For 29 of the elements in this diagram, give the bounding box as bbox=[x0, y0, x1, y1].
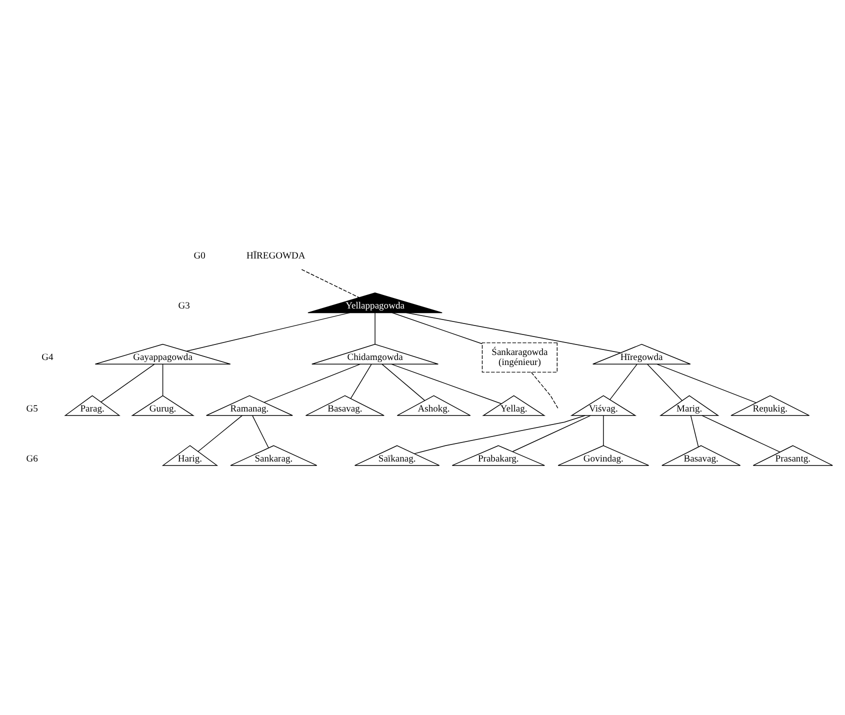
connector bbox=[350, 364, 372, 399]
connector bbox=[252, 415, 269, 448]
connector bbox=[100, 364, 155, 402]
label: G0 bbox=[194, 250, 206, 262]
node-box: Śankaragowda (ingénieur) bbox=[482, 342, 558, 373]
connector bbox=[531, 372, 558, 408]
connector bbox=[406, 312, 621, 354]
connector bbox=[512, 415, 591, 452]
connector bbox=[264, 364, 360, 403]
connector bbox=[382, 364, 426, 401]
connector bbox=[374, 312, 376, 345]
connector bbox=[646, 364, 682, 401]
label: G3 bbox=[178, 300, 190, 312]
connector bbox=[414, 415, 586, 454]
node-text: HĪREGOWDA bbox=[246, 250, 306, 262]
connector bbox=[186, 312, 350, 352]
connector bbox=[301, 269, 360, 298]
connector bbox=[391, 364, 502, 404]
connector bbox=[610, 364, 638, 400]
connector bbox=[162, 364, 164, 396]
label: G4 bbox=[42, 352, 54, 363]
connector bbox=[656, 364, 756, 404]
connector bbox=[392, 312, 482, 344]
label: G5 bbox=[26, 403, 38, 414]
connector bbox=[702, 415, 780, 452]
connector bbox=[603, 415, 604, 446]
connector bbox=[198, 415, 243, 452]
connector bbox=[690, 415, 699, 448]
label: G6 bbox=[26, 453, 38, 464]
